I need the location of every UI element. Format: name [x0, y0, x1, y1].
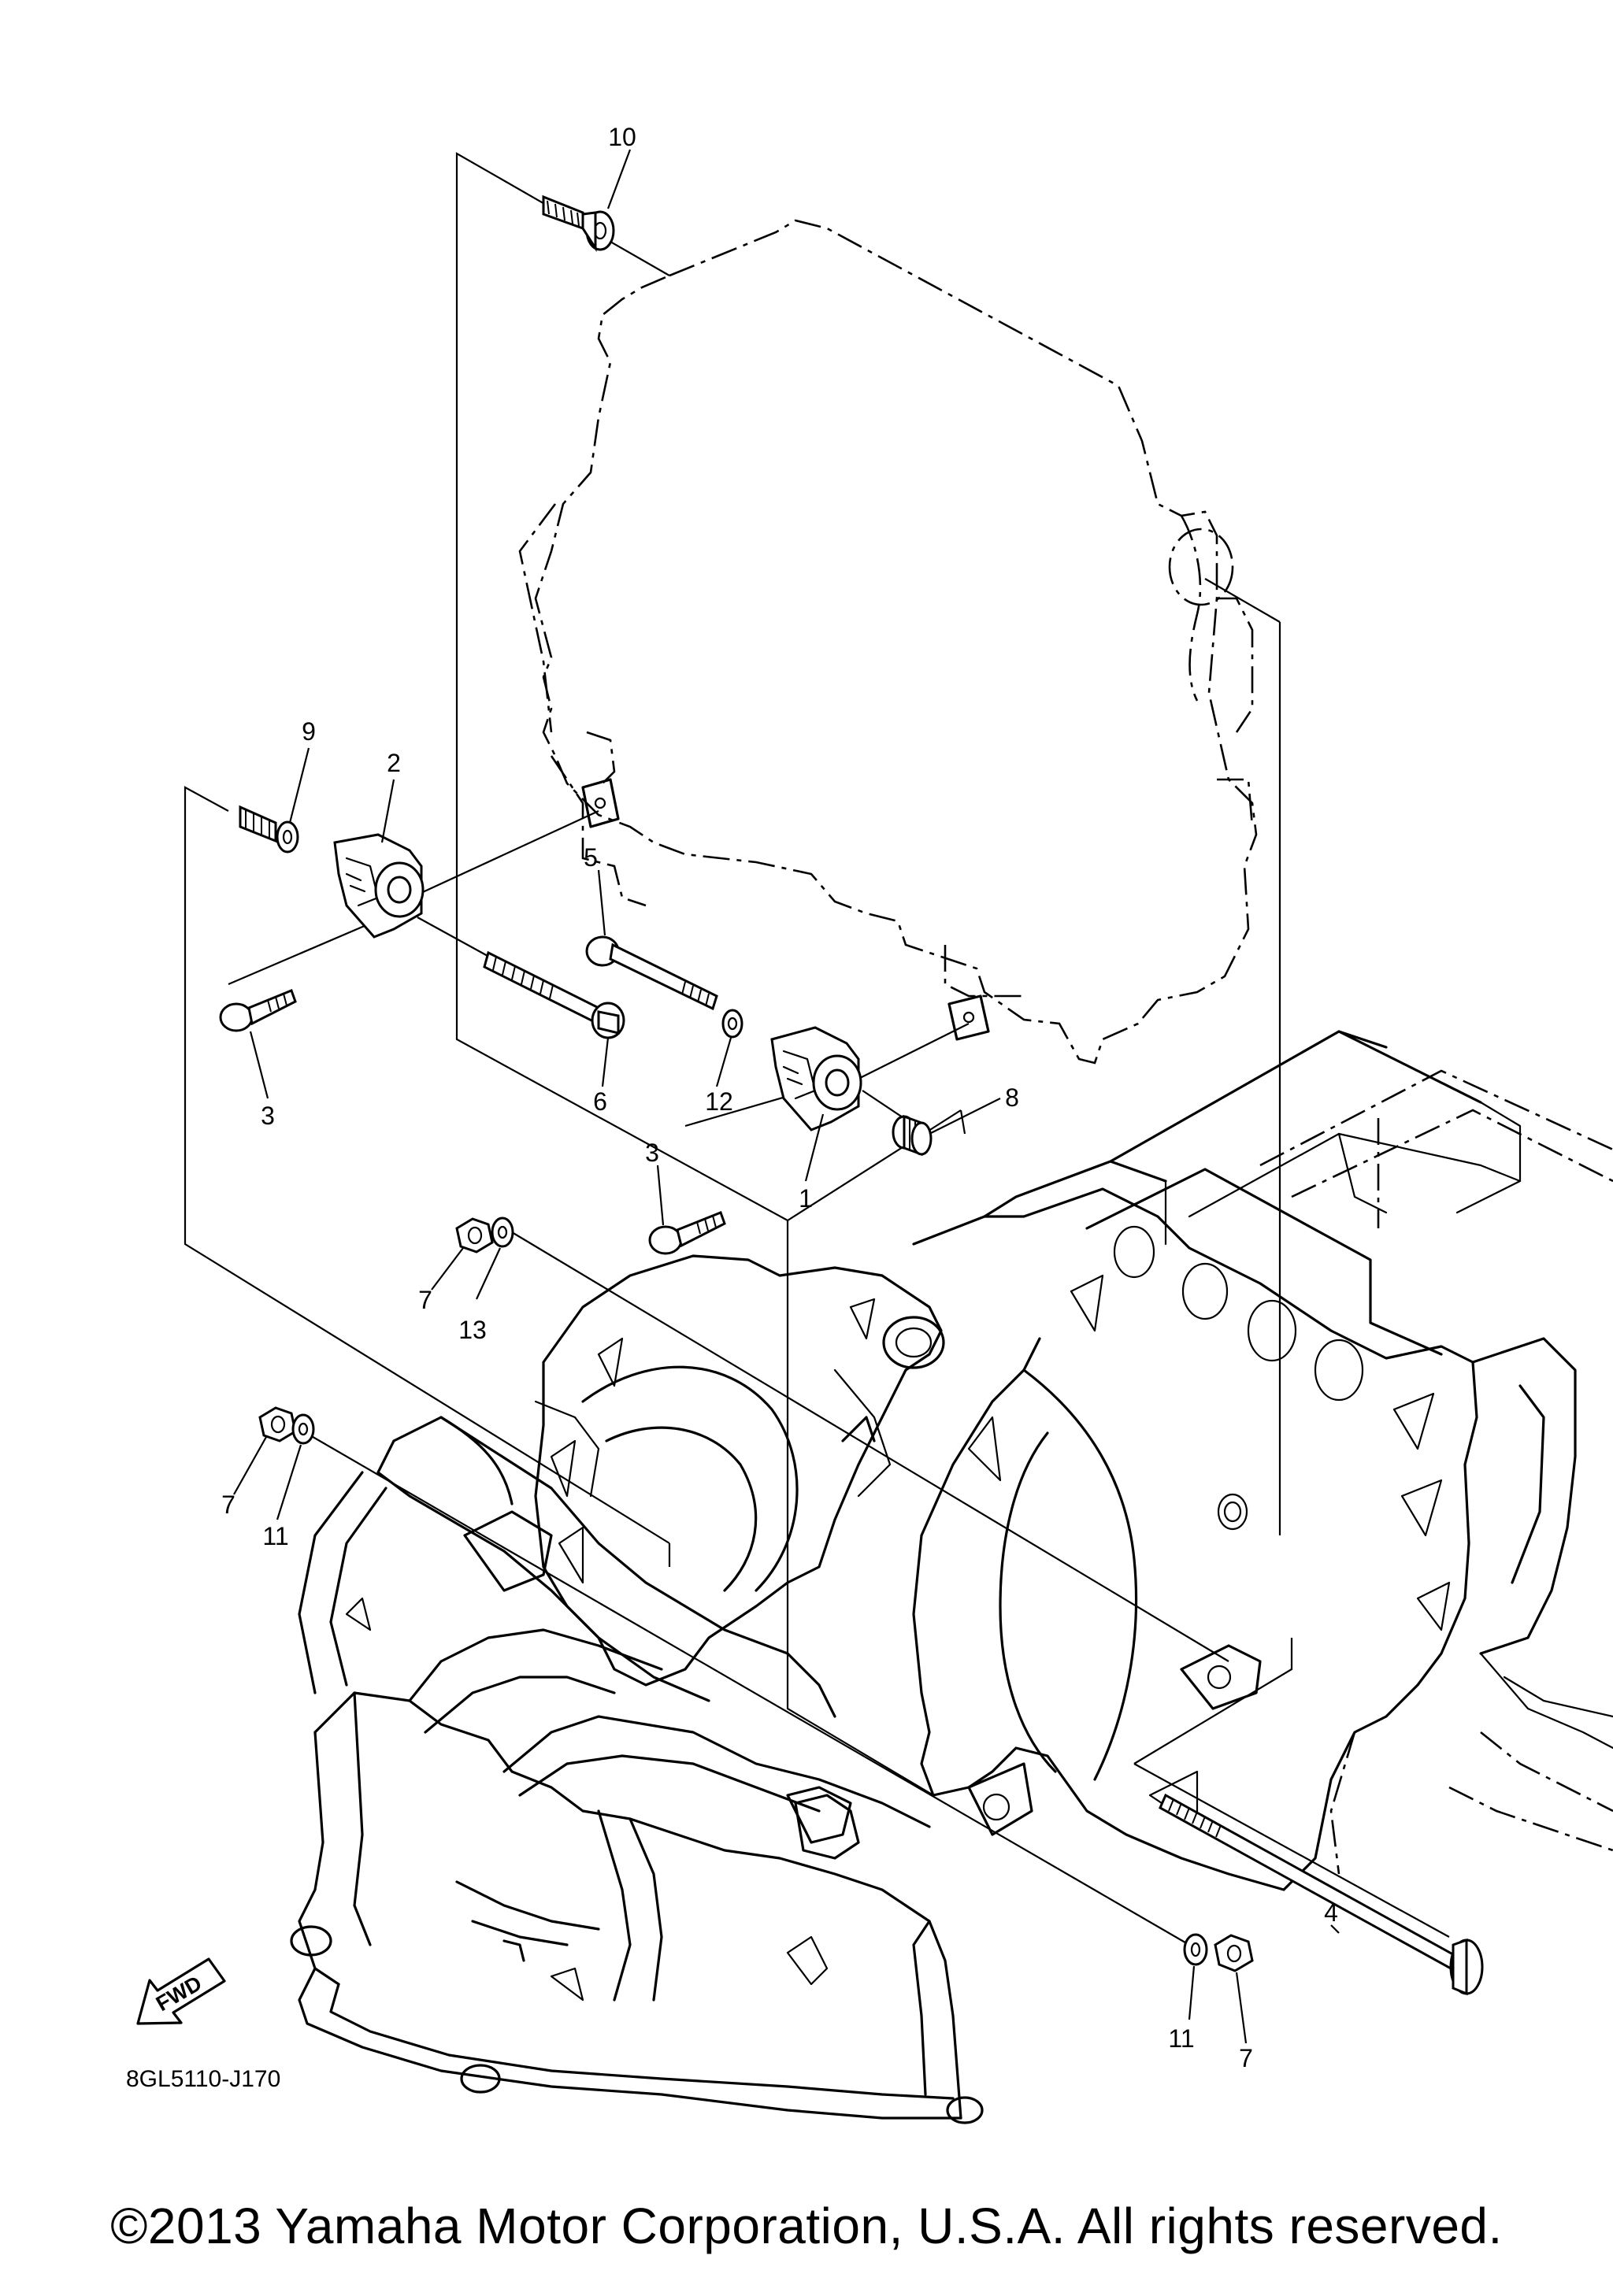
callout-leaders	[233, 149, 1340, 2044]
forward-arrow-icon: FWD	[136, 1957, 226, 2025]
callout-1: 1	[799, 1184, 813, 1213]
callout-9: 9	[302, 717, 316, 746]
callout-13: 13	[458, 1316, 487, 1344]
part-11-washer-left	[291, 1413, 315, 1445]
frame-outline	[290, 1030, 1613, 2124]
callout-2: 2	[387, 749, 401, 777]
callout-3-right: 3	[645, 1139, 659, 1167]
part-10-flange-bolt	[542, 194, 615, 253]
callout-7-upper: 7	[418, 1286, 432, 1314]
part-4-long-bolt	[1159, 1793, 1484, 1996]
part-12-washer	[721, 1009, 743, 1039]
callout-7-left: 7	[221, 1491, 235, 1519]
callout-4: 4	[1324, 1898, 1338, 1927]
part-3-flange-bolt-right	[648, 1211, 726, 1255]
part-7-nut-right	[1214, 1934, 1254, 1972]
part-11-washer-right	[1183, 1933, 1208, 1966]
part-2-mount-bracket	[333, 833, 425, 939]
part-13-washer	[491, 1217, 514, 1248]
part-1-mount-bracket	[770, 1026, 862, 1131]
part-8-bushing	[892, 1114, 933, 1157]
part-7-nut-left	[258, 1406, 297, 1442]
drawing-code: 8GL5110-J170	[126, 2066, 280, 2092]
callout-11-left: 11	[262, 1522, 288, 1550]
callout-11-right: 11	[1168, 2024, 1194, 2053]
callout-12: 12	[705, 1087, 733, 1116]
part-3-flange-bolt-left	[219, 989, 297, 1032]
callout-10: 10	[608, 123, 636, 151]
callout-numbers: 10 9 2 5 3 6 12 8 3 1 7 13 7 11 4 11 7	[221, 123, 1338, 2072]
callout-5: 5	[584, 843, 598, 872]
engine-phantom-outline	[518, 219, 1258, 1065]
callout-6: 6	[593, 1087, 607, 1116]
part-9-bolt	[239, 805, 299, 854]
callout-7-right: 7	[1239, 2044, 1253, 2072]
callout-8: 8	[1005, 1083, 1019, 1112]
part-6-through-bolt	[483, 950, 625, 1039]
part-5-long-bolt	[585, 935, 718, 1011]
copyright-notice: ©2013 Yamaha Motor Corporation, U.S.A. A…	[110, 2198, 1503, 2254]
part-7-nut-upper	[455, 1217, 494, 1254]
callout-3-left: 3	[261, 1102, 275, 1130]
